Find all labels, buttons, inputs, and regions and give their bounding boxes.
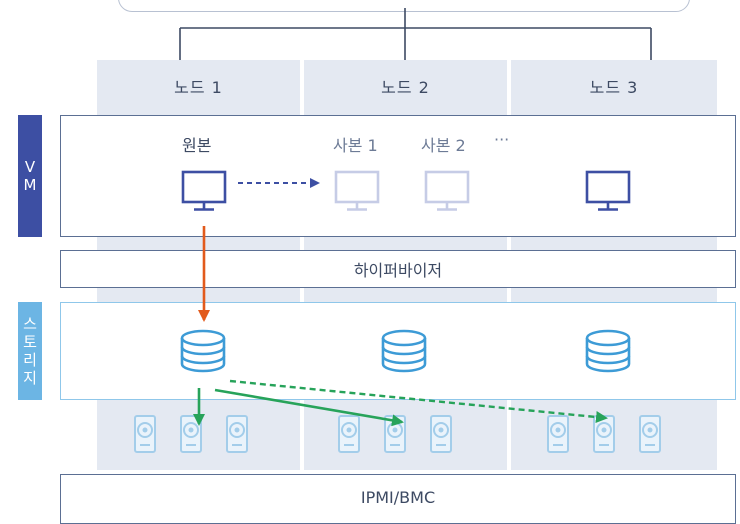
node-connector-tree [179,8,652,60]
storage-tab-letter: 리 [23,351,37,369]
hypervisor-label: 하이퍼바이저 [353,261,443,280]
node-3-label: 노드 3 [589,78,639,97]
vm-replica-1-label: 사본 1 [333,136,378,155]
ipmi-band: IPMI/BMC [60,474,736,524]
hypervisor-band: 하이퍼바이저 [60,250,736,288]
vm-side-tab: V M [18,115,42,237]
storage-tab-letter: 스 [23,315,37,333]
node-2-label: 노드 2 [381,78,430,97]
vm-tab-letter: V [24,158,36,176]
ipmi-label: IPMI/BMC [360,488,436,507]
vm-tab-letter: M [23,176,37,194]
vm-ellipsis: ··· [494,130,510,149]
top-tray [118,0,690,12]
vm-band [60,115,736,237]
node-1-label: 노드 1 [174,78,223,97]
storage-band [60,302,736,400]
storage-side-tab: 스 토 리 지 [18,302,42,400]
storage-tab-letter: 지 [23,369,37,387]
vm-replica-2-label: 사본 2 [421,136,466,155]
storage-tab-letter: 토 [23,333,37,351]
vm-original-label: 원본 [182,136,212,155]
